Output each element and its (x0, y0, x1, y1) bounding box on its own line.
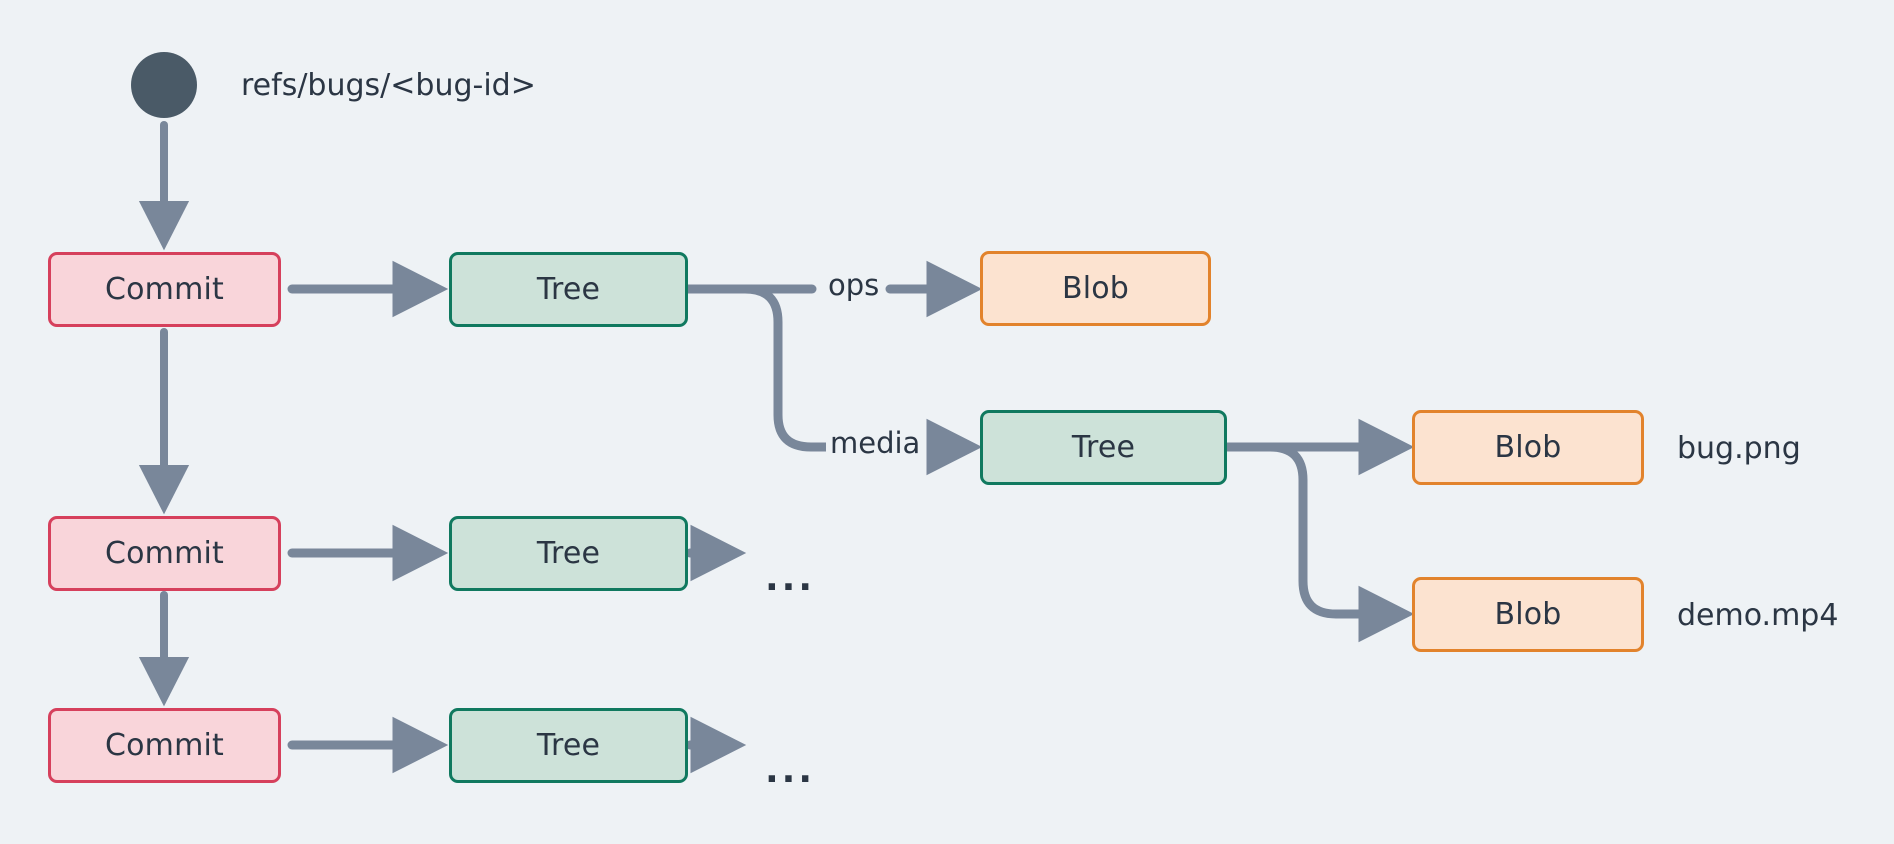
node-commit-3[interactable]: Commit (48, 708, 281, 783)
node-blob-ops[interactable]: Blob (980, 251, 1211, 326)
node-tree-3[interactable]: Tree (449, 708, 688, 783)
node-tree-2[interactable]: Tree (449, 516, 688, 591)
file-label-demo-mp4: demo.mp4 (1677, 598, 1839, 633)
edge-treemedia-to-blobdemo (1223, 442, 1415, 643)
ref-circle[interactable] (131, 52, 197, 118)
continuation-tree-2: ... (765, 558, 816, 599)
node-tree-1[interactable]: Tree (449, 252, 688, 327)
edge-tree1-to-media (683, 284, 833, 452)
node-blob-demo-mp4[interactable]: Blob (1412, 577, 1644, 652)
ref-label: refs/bugs/<bug-id> (241, 68, 536, 103)
edge-label-ops: ops (824, 268, 884, 302)
continuation-tree-3: ... (765, 750, 816, 791)
node-blob-bug-png[interactable]: Blob (1412, 410, 1644, 485)
edge-label-media: media (826, 426, 925, 460)
node-tree-media[interactable]: Tree (980, 410, 1227, 485)
file-label-bug-png: bug.png (1677, 431, 1801, 466)
node-commit-1[interactable]: Commit (48, 252, 281, 327)
node-commit-2[interactable]: Commit (48, 516, 281, 591)
